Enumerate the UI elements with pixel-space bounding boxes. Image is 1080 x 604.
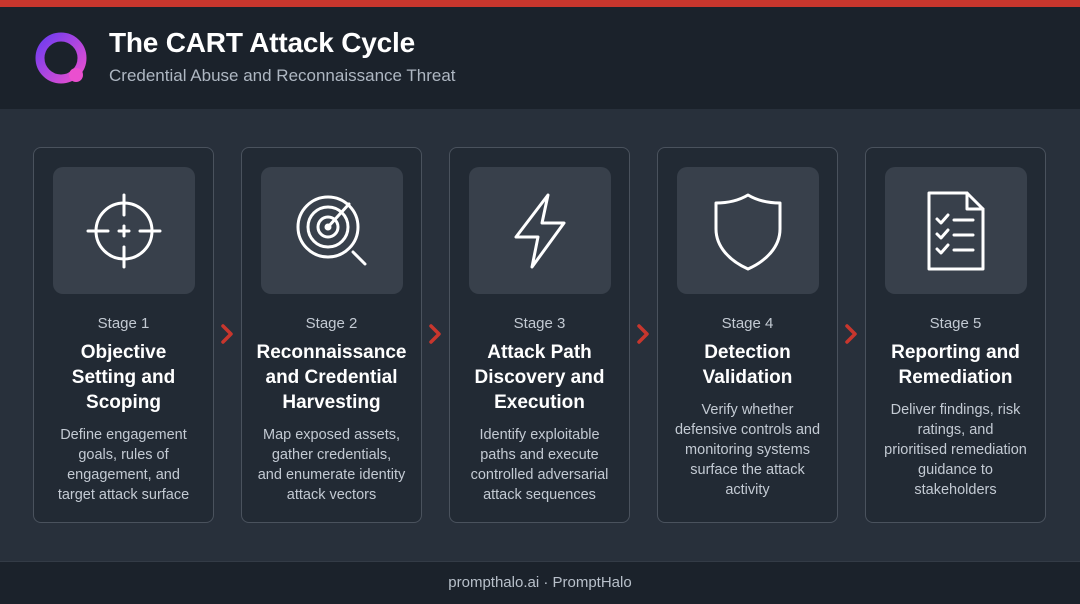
stage-label: Stage 2 — [305, 315, 358, 332]
page-title: The CART Attack Cycle — [109, 27, 415, 58]
stage-title: Objective Setting and Scoping — [40, 340, 207, 415]
stage-desc-line: prioritised remediation — [884, 442, 1027, 458]
stage-label: Stage 5 — [929, 315, 982, 332]
stage-description: Verify whether defensive controls and mo… — [666, 400, 829, 500]
stage-title-line: Harvesting — [282, 392, 381, 413]
stage-desc-line: stakeholders — [914, 482, 997, 498]
stage-title-line: Remediation — [898, 367, 1013, 388]
stage-description: Map exposed assets, gather credentials, … — [250, 425, 413, 505]
header: The CART Attack Cycle Credential Abuse a… — [0, 7, 1080, 109]
halo-ring-icon — [35, 32, 87, 84]
stage-title: Detection Validation — [664, 340, 831, 390]
lightning-bolt-icon — [514, 193, 566, 268]
stage-card-3: Stage 3 Attack Path Discovery and Execut… — [449, 147, 630, 523]
stage-desc-line: surface the attack — [690, 462, 805, 478]
stage-desc-line: gather credentials, — [271, 447, 392, 463]
shield-icon — [714, 193, 782, 270]
stage-icon-tile — [885, 167, 1027, 294]
chevron-right-icon — [845, 324, 857, 344]
stage-title-line: Validation — [702, 367, 793, 388]
stage-desc-line: Verify whether — [701, 402, 794, 418]
stage-description: Identify exploitable paths and execute c… — [458, 425, 621, 505]
stage-desc-line: activity — [725, 482, 770, 498]
stage-title-line: Execution — [494, 392, 585, 413]
stage-desc-line: paths and execute — [480, 447, 599, 463]
footer: prompthalo.ai · PromptHalo — [0, 561, 1080, 604]
stage-title-line: Objective — [80, 342, 167, 363]
stage-title-line: Setting and — [71, 367, 176, 388]
radar-search-icon — [296, 195, 367, 265]
stage-title-line: Scoping — [86, 392, 161, 413]
stage-card-4: Stage 4 Detection Validation Verify whet… — [657, 147, 838, 523]
stage-title-line: Reporting and — [891, 342, 1020, 363]
stage-icon-tile — [469, 167, 611, 294]
checklist-document-icon — [927, 191, 985, 270]
accent-top-bar — [0, 0, 1080, 7]
stage-card-5: Stage 5 Reporting and Remediation Delive… — [865, 147, 1046, 523]
stage-desc-line: Identify exploitable — [479, 427, 600, 443]
page-subtitle: Credential Abuse and Reconnaissance Thre… — [109, 66, 456, 85]
crosshair-icon — [86, 193, 162, 268]
stage-description: Define engagement goals, rules of engage… — [42, 425, 205, 505]
stage-desc-line: defensive controls and — [674, 422, 821, 438]
stage-icon-tile — [677, 167, 819, 294]
chevron-right-icon — [221, 324, 233, 344]
stage-label: Stage 1 — [97, 315, 150, 332]
stage-title-line: and Credential — [265, 367, 398, 388]
chevron-right-icon — [637, 324, 649, 344]
stage-desc-line: Define engagement — [60, 427, 187, 443]
stage-title-line: Discovery and — [474, 367, 605, 388]
stage-label: Stage 4 — [721, 315, 774, 332]
stage-title: Reporting and Remediation — [872, 340, 1039, 390]
stage-desc-line: target attack surface — [57, 487, 190, 503]
chevron-right-icon — [429, 324, 441, 344]
stage-desc-line: monitoring systems — [685, 442, 810, 458]
stage-card-1: Stage 1 Objective Setting and Scoping De… — [33, 147, 214, 523]
stage-title-line: Detection — [704, 342, 791, 363]
stage-desc-line: and enumerate identity — [257, 467, 406, 483]
stage-description: Deliver findings, risk ratings, and prio… — [874, 400, 1037, 500]
footer-text: prompthalo.ai · PromptHalo — [448, 574, 632, 591]
stage-card-2: Stage 2 Reconnaissance and Credential Ha… — [241, 147, 422, 523]
stage-title-line: Attack Path — [487, 342, 592, 363]
stage-desc-line: attack sequences — [483, 487, 596, 503]
stage-desc-line: attack vectors — [286, 487, 377, 503]
stage-desc-line: controlled adversarial — [470, 467, 609, 483]
stage-icon-tile — [261, 167, 403, 294]
stage-title: Attack Path Discovery and Execution — [456, 340, 623, 415]
stage-title: Reconnaissance and Credential Harvesting — [248, 340, 415, 415]
stage-desc-line: engagement, and — [67, 467, 180, 483]
stage-desc-line: guidance to — [918, 462, 993, 478]
stage-label: Stage 3 — [513, 315, 566, 332]
stage-desc-line: Map exposed assets, — [262, 427, 401, 443]
stage-desc-line: ratings, and — [917, 422, 994, 438]
stage-desc-line: goals, rules of — [78, 447, 169, 463]
stage-icon-tile — [53, 167, 195, 294]
stage-desc-line: Deliver findings, risk — [890, 402, 1021, 418]
stage-title-line: Reconnaissance — [256, 342, 407, 363]
